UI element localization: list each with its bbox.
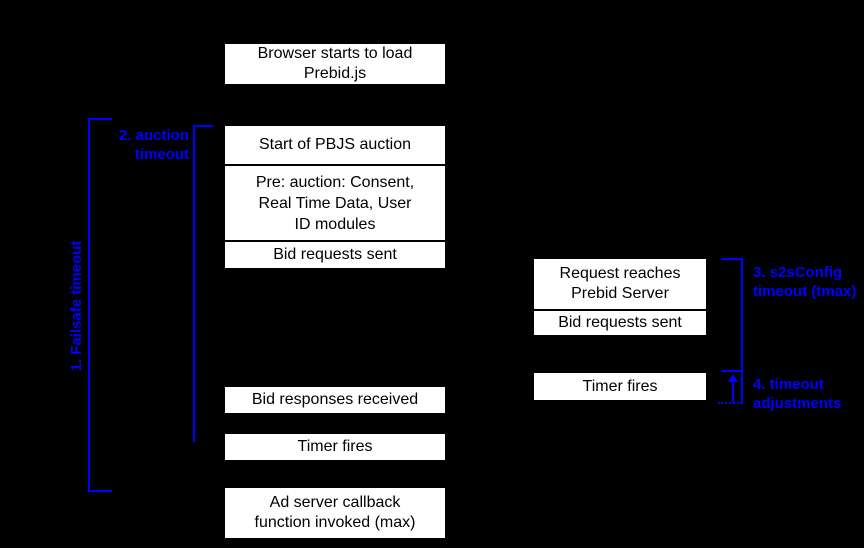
label-failsafe-timeout: 1. Failsafe timeout <box>68 240 85 372</box>
box-browser-loads-prebid: Browser starts to load Prebid.js <box>225 44 445 84</box>
box-bid-responses-received: Bid responses received <box>225 387 445 413</box>
pbjs-auction-box-group: Start of PBJS auction Pre: auction: Cons… <box>225 126 445 268</box>
box-bid-requests-sent: Bid requests sent <box>225 240 445 268</box>
prebid-server-box-group: Request reaches Prebid Server Bid reques… <box>534 259 706 335</box>
timeout-adjustment-dotted-line <box>718 402 742 404</box>
box-server-bid-requests-sent: Bid requests sent <box>534 309 706 335</box>
label-auction-timeout: 2. auction timeout <box>118 127 189 163</box>
box-timer-fires: Timer fires <box>225 434 445 460</box>
failsafe-bracket-bottom-tick <box>88 490 112 492</box>
box-start-pbjs-auction: Start of PBJS auction <box>225 126 445 164</box>
label-timeout-adjustments: 4. timeout adjustments <box>753 376 842 412</box>
box-pre-auction-modules: Pre: auction: Consent, Real Time Data, U… <box>225 164 445 240</box>
auction-bracket-vertical-line <box>193 125 195 442</box>
box-server-timer-fires: Timer fires <box>534 373 706 400</box>
arrow-up-shaft <box>732 381 734 403</box>
failsafe-bracket-top-tick <box>88 118 112 120</box>
s2sconfig-bracket-bottom-tick <box>721 370 743 372</box>
auction-bracket-top-tick <box>193 125 213 127</box>
s2sconfig-bracket-top-tick <box>721 258 743 260</box>
arrow-up-head <box>728 374 738 382</box>
s2sconfig-bracket-vertical-line <box>741 258 743 404</box>
failsafe-bracket-vertical-line <box>88 118 90 492</box>
box-ad-server-callback: Ad server callback function invoked (max… <box>225 488 445 538</box>
box-request-reaches-prebid-server: Request reaches Prebid Server <box>534 259 706 309</box>
label-s2sconfig-timeout: 3. s2sConfig timeout (tmax) <box>753 264 857 300</box>
